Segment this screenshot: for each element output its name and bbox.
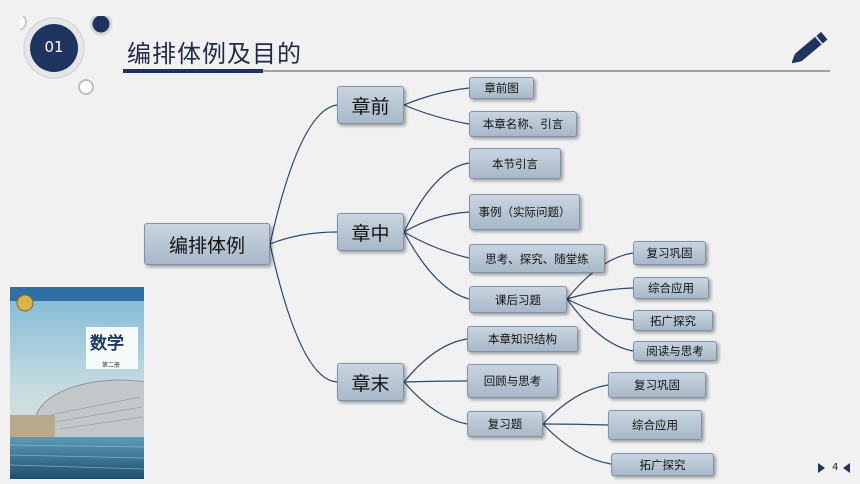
item-review-exercises: 复习题 [467,411,543,437]
item-chapter-image: 章前图 [469,77,534,99]
item-review-reflect: 回顾与思考 [467,364,558,398]
exercise-reading: 阅读与思考 [633,341,717,361]
review-consolidate: 复习巩固 [608,372,706,398]
item-real-example: 事例（实际问题） [469,194,580,230]
book-volume: 第二册 [102,361,120,369]
review-extension: 拓广探究 [611,453,714,476]
page-title: 编排体例及目的 [127,40,302,68]
exercise-review: 复习巩固 [633,241,706,265]
item-chapter-name-intro: 本章名称、引言 [469,111,577,137]
book-title: 数学 [90,333,124,354]
section-chapter-end: 章末 [337,363,404,401]
exercise-extension: 拓广探究 [633,310,713,331]
item-section-intro: 本节引言 [469,148,561,179]
review-application: 综合应用 [608,410,702,440]
header-divider [123,70,830,72]
page-number: 4 [832,462,839,473]
item-think-explore-practice: 思考、探究、随堂练 [469,244,605,273]
textbook-cover: 数学 第二册 [10,287,144,479]
section-chapter-middle: 章中 [337,213,404,251]
next-page-icon[interactable] [818,463,825,473]
item-knowledge-structure: 本章知识结构 [467,326,578,352]
textbook-cover-image: 数学 第二册 [10,287,144,479]
header-accent-bar [123,69,263,73]
pen-icon [792,31,828,64]
prev-page-icon[interactable] [843,463,850,473]
section-chapter-start: 章前 [337,86,404,124]
section-number: 01 [44,38,64,56]
root-node: 编排体例 [144,223,270,265]
exercise-application: 综合应用 [633,277,709,299]
item-after-class-exercises: 课后习题 [469,286,567,313]
